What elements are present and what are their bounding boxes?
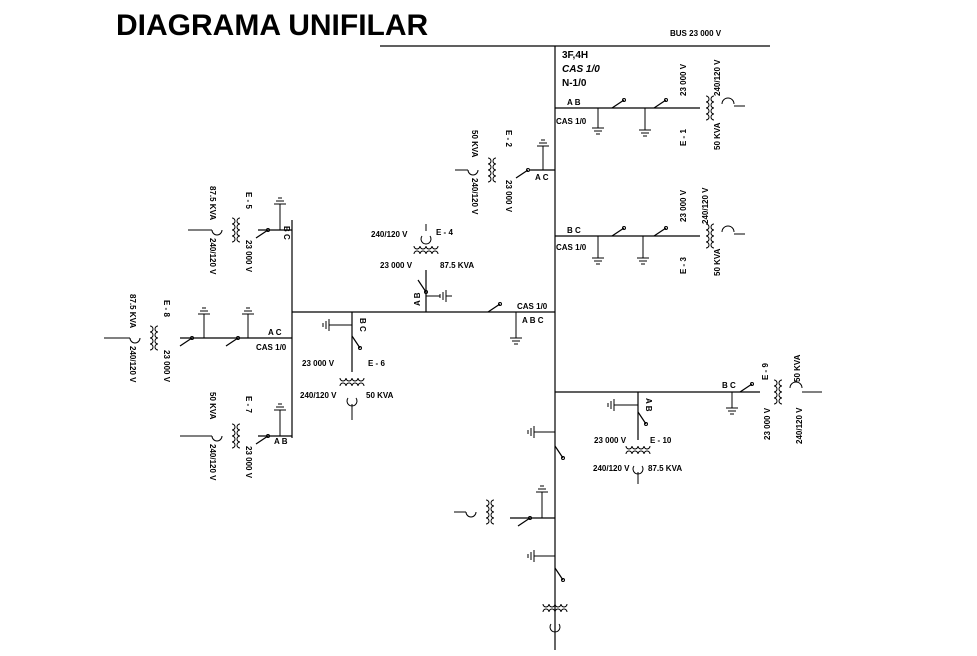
e7-name: E - 7 (244, 396, 253, 413)
branch-phase-label: A B C (522, 316, 544, 325)
e6-name: E - 6 (368, 359, 385, 368)
e1-cable-label: CAS 1/0 (556, 117, 587, 126)
e7-phase-label: A B (274, 437, 288, 446)
branch-left-main: CAS 1/0 A B C (292, 301, 555, 345)
e5-name: E - 5 (244, 192, 253, 209)
e5-kva: 87.5 KVA (208, 186, 217, 220)
branch-e10: A B 23 000 V E - 10 240/120 V 87.5 KVA (593, 392, 682, 484)
main-cable: CAS 1/0 (562, 64, 600, 75)
e8-name: E - 8 (162, 300, 171, 317)
branch-e3: B C CAS 1/0 23 000 V 240/120 V E - 3 50 … (555, 187, 745, 276)
e5-secondary: 240/120 V (208, 238, 217, 275)
e1-kva: 50 KVA (713, 122, 722, 150)
e1-primary: 23 000 V (679, 63, 688, 96)
branch-e5: B C 87.5 KVA 240/120 V E - 5 23 000 V (188, 186, 292, 275)
e10-name: E - 10 (650, 436, 672, 445)
e8-phase-label: A C (268, 328, 282, 337)
e2-primary: 23 000 V (504, 180, 513, 213)
branch-cable-label: CAS 1/0 (517, 302, 548, 311)
e3-kva: 50 KVA (713, 248, 722, 276)
e3-name: E - 3 (679, 257, 688, 274)
e9-phase-label: B C (722, 381, 736, 390)
branch-e2: A C 50 KVA 240/120 V E - 2 23 000 V (455, 130, 555, 215)
e4-secondary: 240/120 V (371, 230, 408, 239)
main-phases: 3F,4H (562, 50, 588, 61)
bus-label: BUS 23 000 V (670, 29, 722, 38)
e4-kva: 87.5 KVA (440, 261, 474, 270)
e5-primary: 23 000 V (244, 240, 253, 273)
e1-phase-label: A B (567, 98, 581, 107)
e8-cable-label: CAS 1/0 (256, 343, 287, 352)
e4-name: E - 4 (436, 228, 453, 237)
e9-kva: 50 KVA (793, 354, 802, 382)
e8-primary: 23 000 V (162, 350, 171, 383)
e10-phase-label: A B (644, 398, 653, 412)
diagram-title: DIAGRAMA UNIFILAR (116, 9, 429, 42)
e7-kva: 50 KVA (208, 392, 217, 420)
lower-feeder-devices (454, 425, 568, 633)
e6-kva: 50 KVA (366, 391, 394, 400)
e2-secondary: 240/120 V (470, 178, 479, 215)
main-neutral: N-1/0 (562, 78, 587, 89)
e6-phase-label: B C (358, 318, 367, 332)
branch-e9: B C E - 9 50 KVA 23 000 V 240/120 V (555, 354, 822, 444)
e6-secondary: 240/120 V (300, 391, 337, 400)
e9-primary: 23 000 V (763, 407, 772, 440)
e1-name: E - 1 (679, 129, 688, 146)
e1-secondary: 240/120 V (713, 59, 722, 96)
e5-phase-label: B C (282, 226, 291, 240)
branch-e6: B C 23 000 V E - 6 240/120 V 50 KVA (300, 312, 394, 420)
e10-primary: 23 000 V (594, 436, 627, 445)
e7-primary: 23 000 V (244, 446, 253, 479)
e3-cable-label: CAS 1/0 (556, 243, 587, 252)
e10-secondary: 240/120 V (593, 464, 630, 473)
e3-secondary: 240/120 V (701, 187, 710, 224)
branch-e1: A B CAS 1/0 23 000 V 240/120 V E - 1 50 … (555, 59, 745, 150)
e9-secondary: 240/120 V (795, 407, 804, 444)
e2-phase-label: A C (535, 173, 549, 182)
e2-name: E - 2 (504, 130, 513, 147)
e8-secondary: 240/120 V (128, 346, 137, 383)
e9-name: E - 9 (761, 363, 770, 380)
branch-e8: A C CAS 1/0 87.5 KVA 240/120 V E - 8 23 … (104, 294, 292, 383)
e2-kva: 50 KVA (470, 130, 479, 158)
branch-e7: A B 50 KVA 240/120 V E - 7 23 000 V (180, 392, 292, 481)
branch-e4: A B 240/120 V E - 4 23 000 V 87.5 KVA (371, 224, 474, 312)
e10-kva: 87.5 KVA (648, 464, 682, 473)
e4-primary: 23 000 V (380, 261, 413, 270)
e6-primary: 23 000 V (302, 359, 335, 368)
e3-phase-label: B C (567, 226, 581, 235)
e3-primary: 23 000 V (679, 189, 688, 222)
e4-phase-label: A B (413, 292, 422, 306)
e8-kva: 87.5 KVA (128, 294, 137, 328)
e7-secondary: 240/120 V (208, 444, 217, 481)
